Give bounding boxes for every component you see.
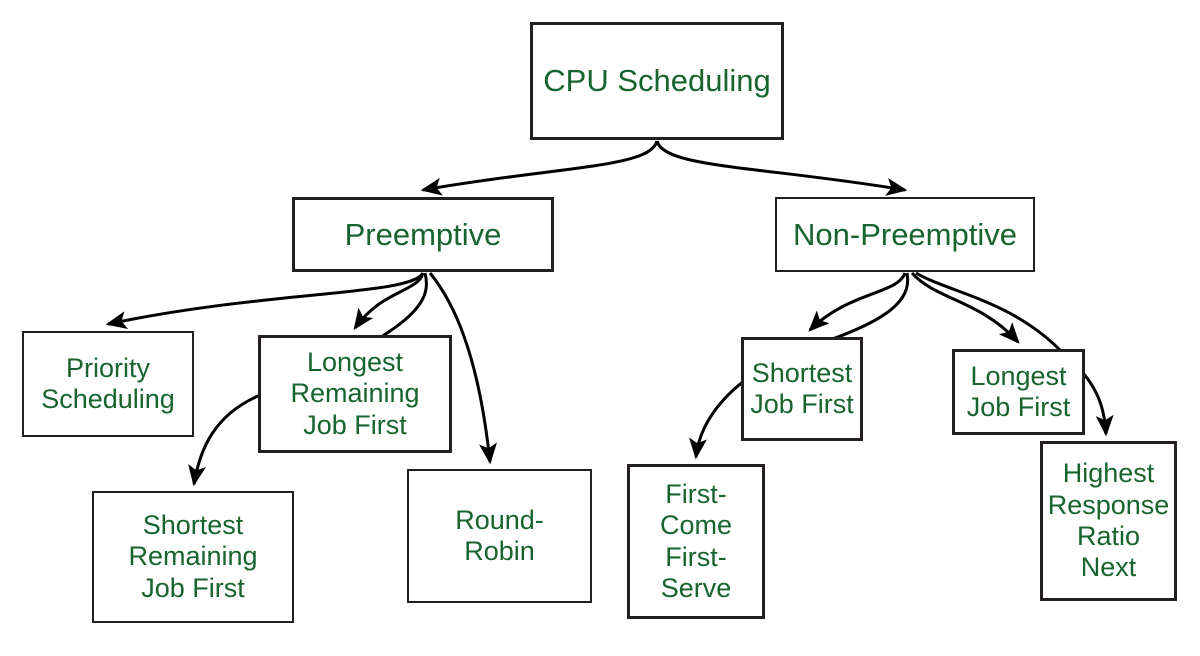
node-label: Shortest Job First xyxy=(750,357,854,419)
edge-root-to-non-preemptive xyxy=(655,140,908,196)
node-preemptive[interactable]: Preemptive xyxy=(292,197,554,272)
node-longest-remaining-job-first[interactable]: Longest Remaining Job First xyxy=(258,335,452,453)
edge-preemptive-to-priority xyxy=(105,272,425,329)
node-cpu-scheduling[interactable]: CPU Scheduling xyxy=(530,22,784,140)
node-label: Highest Response Ratio Next xyxy=(1047,458,1170,583)
node-label: Non-Preemptive xyxy=(793,216,1017,252)
node-highest-response-ratio-next[interactable]: Highest Response Ratio Next xyxy=(1040,441,1177,601)
node-round-robin[interactable]: Round- Robin xyxy=(407,469,592,603)
edge-nonpreemptive-to-ljf xyxy=(910,272,1020,344)
node-first-come-first-serve[interactable]: First- Come First- Serve xyxy=(627,464,765,619)
node-label: CPU Scheduling xyxy=(543,63,771,99)
node-longest-job-first[interactable]: Longest Job First xyxy=(952,349,1085,435)
node-priority-scheduling[interactable]: Priority Scheduling xyxy=(22,331,194,437)
node-non-preemptive[interactable]: Non-Preemptive xyxy=(775,197,1035,272)
node-shortest-remaining-job-first[interactable]: Shortest Remaining Job First xyxy=(92,491,294,623)
edge-preemptive-to-lrjf xyxy=(353,272,425,330)
node-label: Round- Robin xyxy=(455,504,544,566)
node-label: Longest Remaining Job First xyxy=(290,347,420,440)
node-label: First- Come First- Serve xyxy=(659,478,733,603)
node-shortest-job-first[interactable]: Shortest Job First xyxy=(741,337,863,441)
edge-nonpreemptive-to-sjf xyxy=(808,272,907,332)
edge-root-to-preemptive xyxy=(420,140,659,196)
node-label: Priority Scheduling xyxy=(41,352,175,414)
node-label: Preemptive xyxy=(344,216,502,252)
node-label: Shortest Remaining Job First xyxy=(128,510,258,603)
node-label: Longest Job First xyxy=(966,360,1071,422)
